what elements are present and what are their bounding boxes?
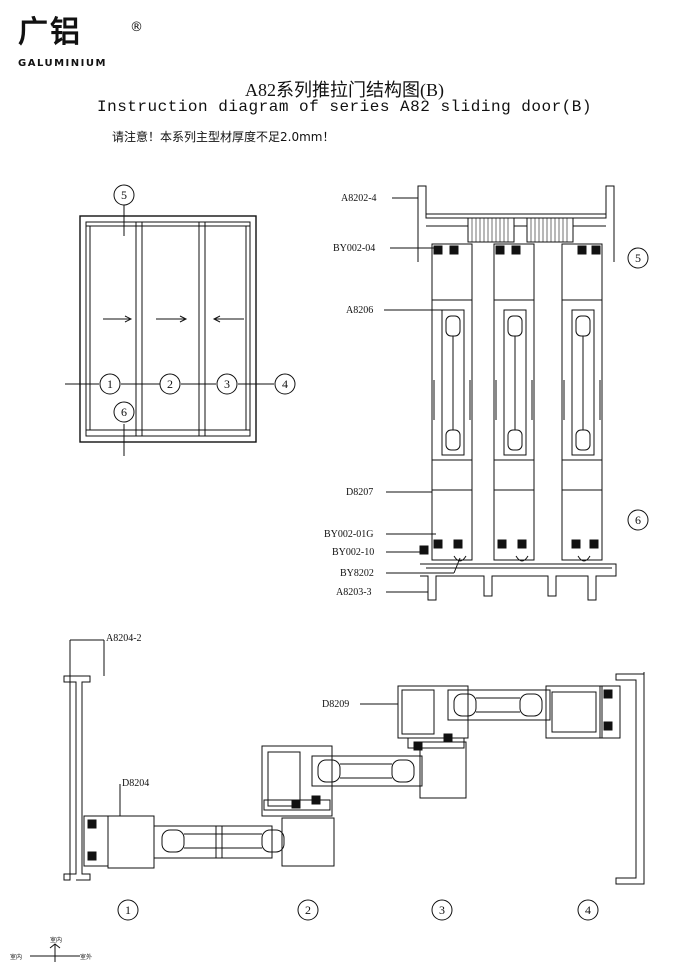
marker-3: 3 [224, 377, 230, 391]
label-a8206: A8206 [346, 305, 373, 316]
marker-6: 6 [121, 405, 127, 419]
label-a8203-3: A8203-3 [336, 587, 372, 598]
section-marker-3: 3 [439, 903, 445, 917]
section-marker-6: 6 [635, 513, 641, 527]
label-a8202-4: A8202-4 [341, 193, 377, 204]
label-by8202: BY8202 [340, 568, 374, 579]
marker-1: 1 [107, 377, 113, 391]
section-marker-1: 1 [125, 903, 131, 917]
label-by002-01g: BY002-01G [324, 529, 373, 540]
orientation-compass [30, 943, 80, 962]
compass-top-label: 室内 [50, 936, 62, 944]
label-by002-10: BY002-10 [332, 547, 374, 558]
notice-text: 请注意！本系列主型材厚度不足2.0mm！ [112, 130, 335, 144]
section-marker-4: 4 [585, 903, 591, 917]
brand-logo: 广铝 [18, 15, 82, 50]
brand-logo-sub: GALUMINIUM [18, 58, 107, 69]
label-by002-04: BY002-04 [333, 243, 375, 254]
registered-mark: ® [130, 20, 143, 35]
label-d8209: D8209 [322, 699, 349, 710]
compass-left-label: 室内 [10, 953, 22, 961]
elevation-view [65, 184, 296, 456]
section-marker-2: 2 [305, 903, 311, 917]
page-title-en: Instruction diagram of series A82 slidin… [97, 98, 592, 116]
label-a8204-2: A8204-2 [106, 633, 142, 644]
sash-column-2 [493, 243, 535, 561]
sash-column-3 [561, 243, 603, 561]
compass-right-label: 室外 [80, 953, 92, 961]
horizontal-section-labels: A8204-2 D8209 D8204 1 2 3 4 [106, 633, 591, 917]
sash-column-1 [431, 243, 473, 561]
elevation-markers: 1 2 3 4 5 6 [107, 188, 288, 419]
marker-4: 4 [282, 377, 288, 391]
marker-2: 2 [167, 377, 173, 391]
horizontal-section [63, 639, 645, 921]
label-d8204: D8204 [122, 778, 149, 789]
label-d8207: D8207 [346, 487, 373, 498]
page-title-cn: A82系列推拉门结构图(B) [245, 80, 444, 100]
section-marker-5: 5 [635, 251, 641, 265]
marker-5: 5 [121, 188, 127, 202]
vertical-section-labels: A8202-4 BY002-04 A8206 D8207 BY002-01G B… [324, 193, 641, 598]
vertical-section [384, 185, 649, 601]
